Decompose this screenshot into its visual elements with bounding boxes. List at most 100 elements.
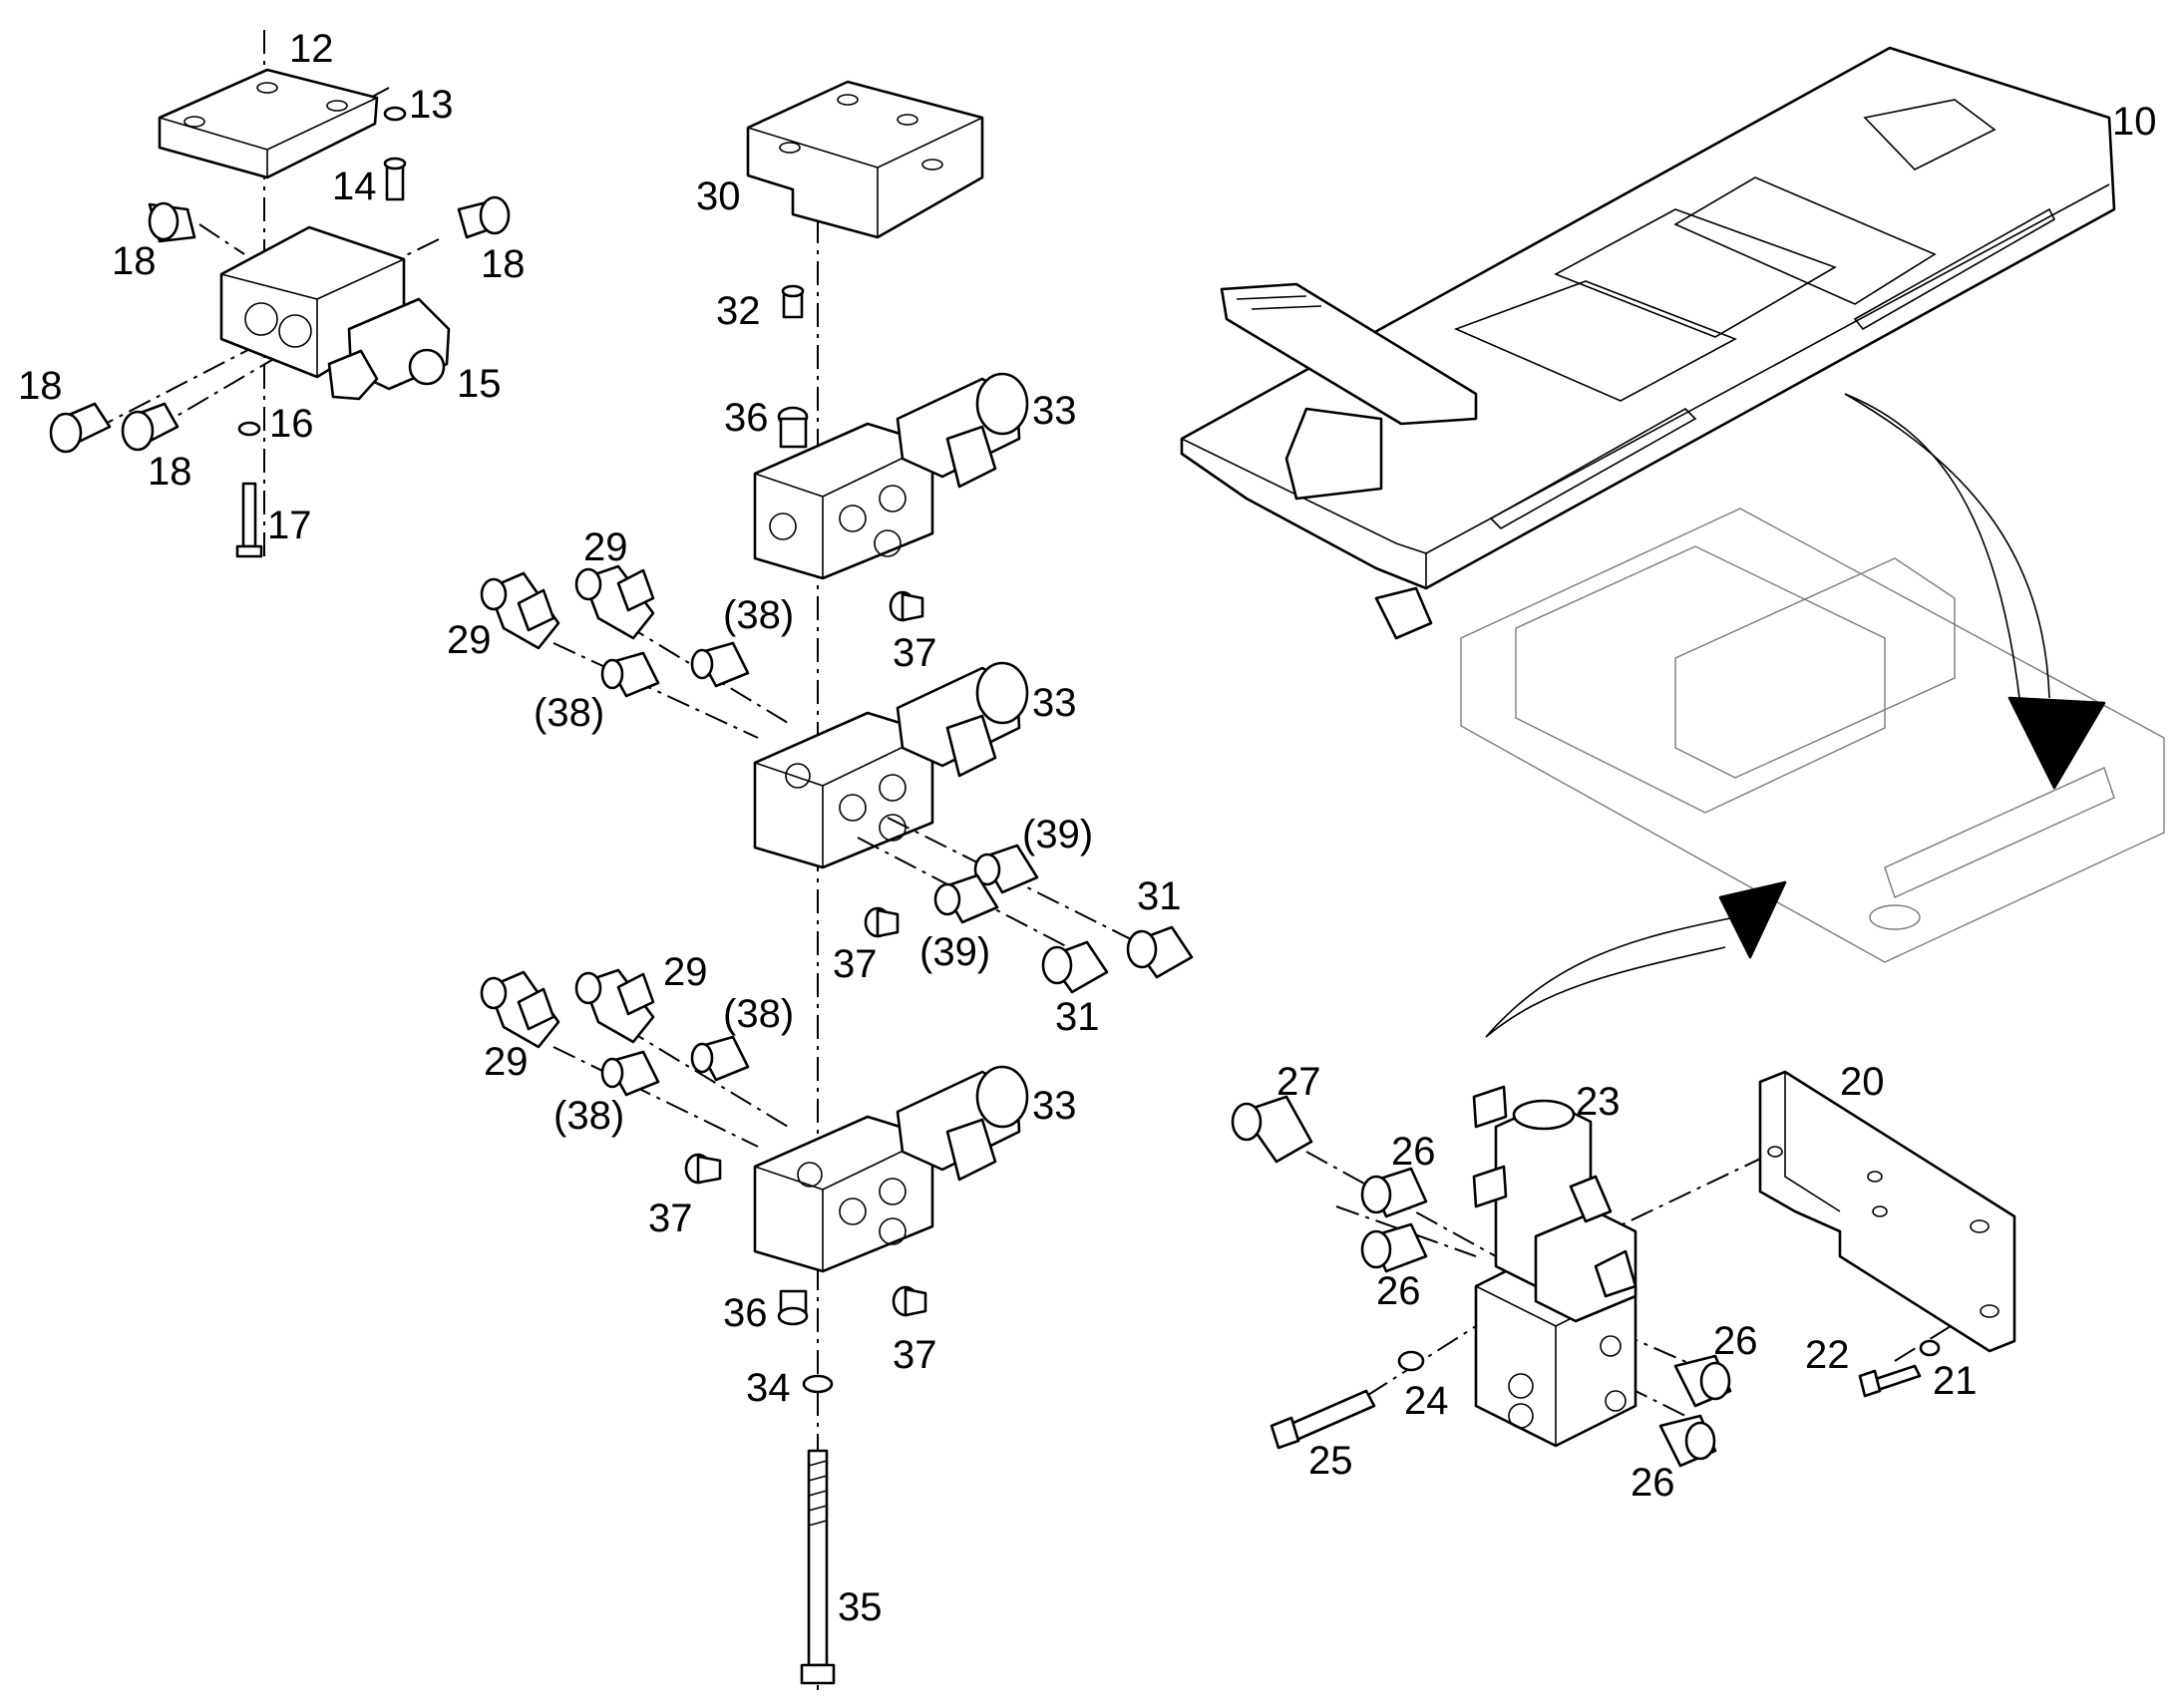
tee-fitting-part	[480, 970, 560, 1049]
adapter-fitting-part	[600, 1050, 660, 1097]
callout-label: 33	[1032, 389, 1077, 433]
elbow-fitting-part	[1231, 1095, 1313, 1164]
screw-part	[383, 157, 407, 201]
mounting-plate-part	[158, 68, 379, 179]
callout-label: 18	[112, 239, 157, 283]
callout-label: (38)	[723, 992, 794, 1036]
valve-assembly-left	[49, 30, 511, 558]
bracket-plate-part	[1758, 1070, 2016, 1353]
callout-label: 33	[1032, 1084, 1077, 1128]
callout-label: 32	[716, 289, 761, 333]
plug-part	[777, 406, 809, 449]
fitting-part	[121, 402, 180, 452]
screw-part	[1858, 1364, 1922, 1398]
callout-label: 14	[332, 165, 377, 208]
plug-part	[864, 906, 900, 938]
callout-label: 37	[648, 1196, 693, 1240]
washer-part	[1397, 1350, 1425, 1372]
callout-label: 29	[484, 1040, 529, 1084]
tee-fitting-part	[1041, 940, 1109, 994]
callout-label: 23	[1576, 1080, 1621, 1124]
callout-label: 27	[1276, 1060, 1321, 1104]
callout-label: (38)	[534, 691, 604, 735]
callout-label: 26	[1713, 1319, 1758, 1363]
tee-fitting-part	[574, 968, 655, 1044]
adapter-fitting-part	[933, 873, 999, 924]
washer-part	[1919, 1339, 1941, 1357]
callout-label: 18	[18, 364, 63, 408]
adapter-fitting-part	[600, 651, 660, 698]
plug-part	[889, 590, 924, 622]
fitting-part	[1360, 1222, 1428, 1273]
fitting-part	[1673, 1354, 1732, 1408]
callout-label: 29	[583, 525, 628, 569]
fitting-part	[457, 195, 511, 239]
callout-label: 29	[447, 618, 492, 662]
callout-label: 34	[746, 1366, 791, 1410]
callout-label: 26	[1631, 1461, 1675, 1505]
tee-fitting-part	[1126, 925, 1194, 979]
callout-label: 13	[409, 83, 454, 127]
callout-label: 36	[724, 396, 769, 440]
callout-label: 16	[269, 402, 314, 446]
plug-part	[777, 1289, 809, 1326]
screw-part	[781, 284, 805, 319]
adapter-fitting-part	[690, 1035, 750, 1082]
callout-label: (39)	[1022, 813, 1093, 856]
curved-arrow-up	[1485, 880, 1787, 1038]
callout-label: 22	[1805, 1333, 1850, 1377]
tee-fitting-part	[480, 571, 560, 650]
valve-body-part	[219, 225, 451, 401]
callout-label: 10	[2112, 100, 2157, 144]
callout-label: (39)	[919, 930, 990, 974]
platform-assembly-part	[1180, 46, 2165, 963]
curved-arrow-down	[1844, 393, 2106, 790]
callout-label: 35	[838, 1585, 883, 1629]
washer-part	[237, 421, 261, 437]
callout-label: 26	[1376, 1269, 1421, 1313]
callout-label: 18	[481, 242, 526, 286]
callout-label: 12	[289, 27, 334, 71]
callout-label: 18	[148, 450, 192, 494]
callout-label: 15	[457, 362, 502, 406]
callout-label: (38)	[553, 1094, 624, 1138]
solenoid-valve-part	[753, 372, 1029, 580]
callout-label: 31	[1137, 874, 1182, 918]
valve-stack-center	[480, 80, 1194, 1690]
solenoid-valve-part	[753, 1065, 1029, 1273]
fitting-part	[49, 402, 112, 454]
fitting-part	[1658, 1414, 1717, 1468]
valve-assembly-right	[1231, 1070, 2016, 1468]
callout-labels: 12 13 14 18 18 18 18 15 16 17 30 32 36 3…	[18, 27, 2157, 1629]
callout-label: 37	[893, 631, 937, 675]
callout-label: 29	[663, 950, 708, 994]
callout-label: 20	[1840, 1060, 1885, 1104]
callout-label: 36	[723, 1291, 768, 1335]
adapter-fitting-part	[973, 844, 1039, 894]
callout-label: 25	[1308, 1439, 1353, 1483]
washer-part	[383, 106, 407, 122]
proportional-valve-part	[1472, 1085, 1637, 1448]
plug-part	[684, 1153, 722, 1185]
callout-label: 37	[833, 942, 878, 986]
callout-label: 31	[1055, 995, 1100, 1039]
callout-label: 17	[267, 504, 312, 547]
callout-label: (38)	[723, 593, 794, 637]
tee-fitting-part	[574, 564, 655, 640]
callout-label: 26	[1391, 1130, 1436, 1174]
bracket-plate-part	[746, 80, 984, 239]
adapter-fitting-part	[690, 641, 750, 688]
long-bolt-part	[800, 1449, 836, 1685]
callout-label: 33	[1032, 681, 1077, 725]
callout-label: 37	[893, 1333, 937, 1377]
callout-label: 30	[696, 174, 741, 218]
plug-part	[892, 1285, 927, 1317]
fitting-part	[1360, 1167, 1428, 1218]
bolt-part	[235, 482, 263, 558]
callout-label: 24	[1404, 1379, 1449, 1423]
fitting-part	[148, 201, 196, 243]
bolt-part	[1270, 1389, 1376, 1450]
callout-label: 21	[1933, 1359, 1978, 1403]
washer-part	[802, 1374, 834, 1394]
